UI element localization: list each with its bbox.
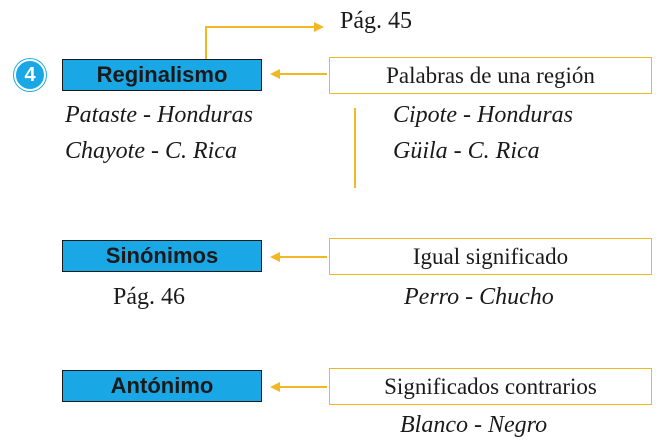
example-right-2: Güila - C. Rica	[393, 138, 540, 164]
concept-box-antonimo: Antónimo	[62, 370, 262, 402]
top-ref-connector	[205, 22, 324, 62]
definition-box-regionalismo: Palabras de una región	[329, 57, 652, 94]
sinonimos-example: Perro - Chucho	[404, 284, 554, 310]
concept-box-regionalismo: Reginalismo	[62, 59, 262, 91]
example-right-1: Cipote - Honduras	[393, 102, 573, 128]
example-left-2: Chayote - C. Rica	[65, 138, 237, 164]
example-left-1: Pataste - Honduras	[65, 102, 253, 128]
definition-box-antonimo: Significados contrarios	[329, 368, 652, 405]
top-page-ref: Pág. 45	[340, 8, 412, 34]
number-badge: 4	[14, 59, 46, 91]
antonimo-example: Blanco - Negro	[400, 412, 548, 438]
concept-box-sinonimos: Sinónimos	[62, 240, 262, 272]
definition-box-sinonimos: Igual significado	[329, 238, 652, 275]
sinonimos-page-ref: Pág. 46	[113, 284, 185, 310]
